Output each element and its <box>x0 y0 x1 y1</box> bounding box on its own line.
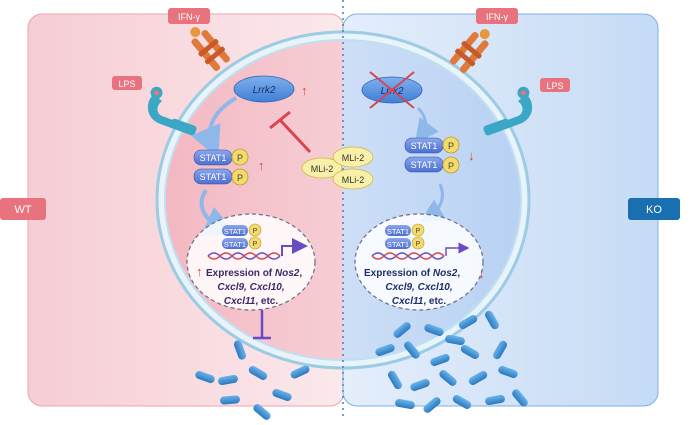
nucleus-right: STAT1 P STAT1 P Expression of Nos2, ↓ Cx… <box>354 213 485 311</box>
nucleus-left: STAT1 P STAT1 P ↑ Expression of Nos2, Cx… <box>186 213 316 311</box>
ifn-receptor-right: IFN-γ <box>449 8 518 73</box>
bacterium <box>404 341 420 359</box>
phospho-label: P <box>416 241 421 248</box>
expression-text-right-line2: Cxcl9, Cxcl10, <box>385 282 452 293</box>
translocation-arrow-right <box>419 183 447 223</box>
mli2-pill-3: MLi-2 <box>342 175 365 185</box>
bacterium <box>512 389 528 407</box>
mli2-inhibition-line <box>278 118 312 154</box>
stat1-label: STAT1 <box>200 172 227 182</box>
phospho-label: P <box>237 153 243 163</box>
phospho-label: P <box>253 241 258 248</box>
lrrk2-up-arrow: ↑ <box>301 83 308 98</box>
ifn-label-right: IFN-γ <box>486 12 508 22</box>
mli2-pill-1: MLi-2 <box>311 164 334 174</box>
mli2-pill-2: MLi-2 <box>342 153 365 163</box>
bacterium <box>430 353 450 367</box>
wt-badge: WT <box>0 198 46 220</box>
stat1-label: STAT1 <box>411 160 438 170</box>
stat1-up-arrow: ↑ <box>258 158 265 173</box>
lrrk2-right: Lrrk2 <box>361 71 423 109</box>
bacterium <box>375 343 395 357</box>
bacterium <box>272 388 292 402</box>
phospho-label: P <box>253 228 258 235</box>
ifn-receptor-left: IFN-γ <box>168 8 231 71</box>
stat1-right: STAT1 P STAT1 P ↓ <box>404 136 475 174</box>
bacterium <box>445 334 465 346</box>
bacterium <box>218 374 238 386</box>
bacterium <box>498 365 518 379</box>
secretion-inhibition-left <box>253 310 271 340</box>
ko-label: KO <box>646 204 662 216</box>
expression-text-left-line3: Cxcl11, etc. <box>224 296 279 307</box>
bacterium <box>410 378 430 392</box>
lps-receptor-left: LPS <box>112 76 197 136</box>
bacterium <box>248 366 268 380</box>
bacterium <box>393 322 411 338</box>
phospho-label: P <box>237 173 243 183</box>
bacterium <box>290 365 310 379</box>
lrrk2-label-left: Lrrk2 <box>253 85 276 96</box>
stat1-left: STAT1 P STAT1 P ↑ <box>193 148 265 186</box>
expression-up-arrow: ↑ <box>196 264 203 279</box>
activation-arrow-right <box>414 106 439 144</box>
lrrk2-left: Lrrk2 ↑ <box>233 75 308 103</box>
ko-badge: KO <box>628 198 680 220</box>
transcription-arrow-left <box>281 238 308 256</box>
phospho-label: P <box>448 141 454 151</box>
phospho-label: P <box>416 228 421 235</box>
bacterium <box>220 395 240 405</box>
stat1-label: STAT1 <box>224 240 246 249</box>
lps-label-left: LPS <box>118 79 135 89</box>
ifn-label-left: IFN-γ <box>178 12 200 22</box>
expression-down-arrow: ↓ <box>478 266 485 281</box>
bacterium <box>195 370 215 384</box>
activation-arrow-left <box>190 96 238 159</box>
bacterium <box>388 370 402 390</box>
bacterium <box>493 340 507 360</box>
stat1-label: STAT1 <box>387 240 409 249</box>
expression-text-right-line3: Cxcl11, etc. <box>392 296 447 307</box>
bacterium <box>485 394 505 406</box>
expression-text-left-line2: Cxcl9, Cxcl10, <box>217 282 284 293</box>
bacterium <box>233 340 247 360</box>
bacterium <box>468 371 488 385</box>
stat1-label: STAT1 <box>224 227 246 236</box>
expression-text-right-line1: Expression of Nos2, <box>364 268 460 279</box>
transcription-arrow-right <box>445 242 470 256</box>
bacterium <box>423 397 441 413</box>
bacterium <box>458 315 478 329</box>
stat1-down-arrow: ↓ <box>468 148 475 163</box>
phospho-label: P <box>448 161 454 171</box>
lrrk2-label-right: Lrrk2 <box>381 86 404 97</box>
bacterium <box>439 370 457 386</box>
bacterium <box>485 310 499 330</box>
stat1-label: STAT1 <box>387 227 409 236</box>
bacterium <box>452 395 472 409</box>
wt-label: WT <box>14 204 31 216</box>
lps-receptor-right: LPS <box>483 78 570 136</box>
expression-text-left-line1: Expression of Nos2, <box>206 268 302 279</box>
bacterium <box>460 345 480 359</box>
mli2-group: MLi-2 MLi-2 MLi-2 <box>269 110 374 190</box>
bacterium <box>424 323 444 337</box>
stat1-label: STAT1 <box>200 153 227 163</box>
lps-label-right: LPS <box>546 81 563 91</box>
bacteria-cluster <box>195 310 528 420</box>
bacterium <box>395 398 415 410</box>
stat1-label: STAT1 <box>411 141 438 151</box>
bacterium <box>253 404 271 420</box>
